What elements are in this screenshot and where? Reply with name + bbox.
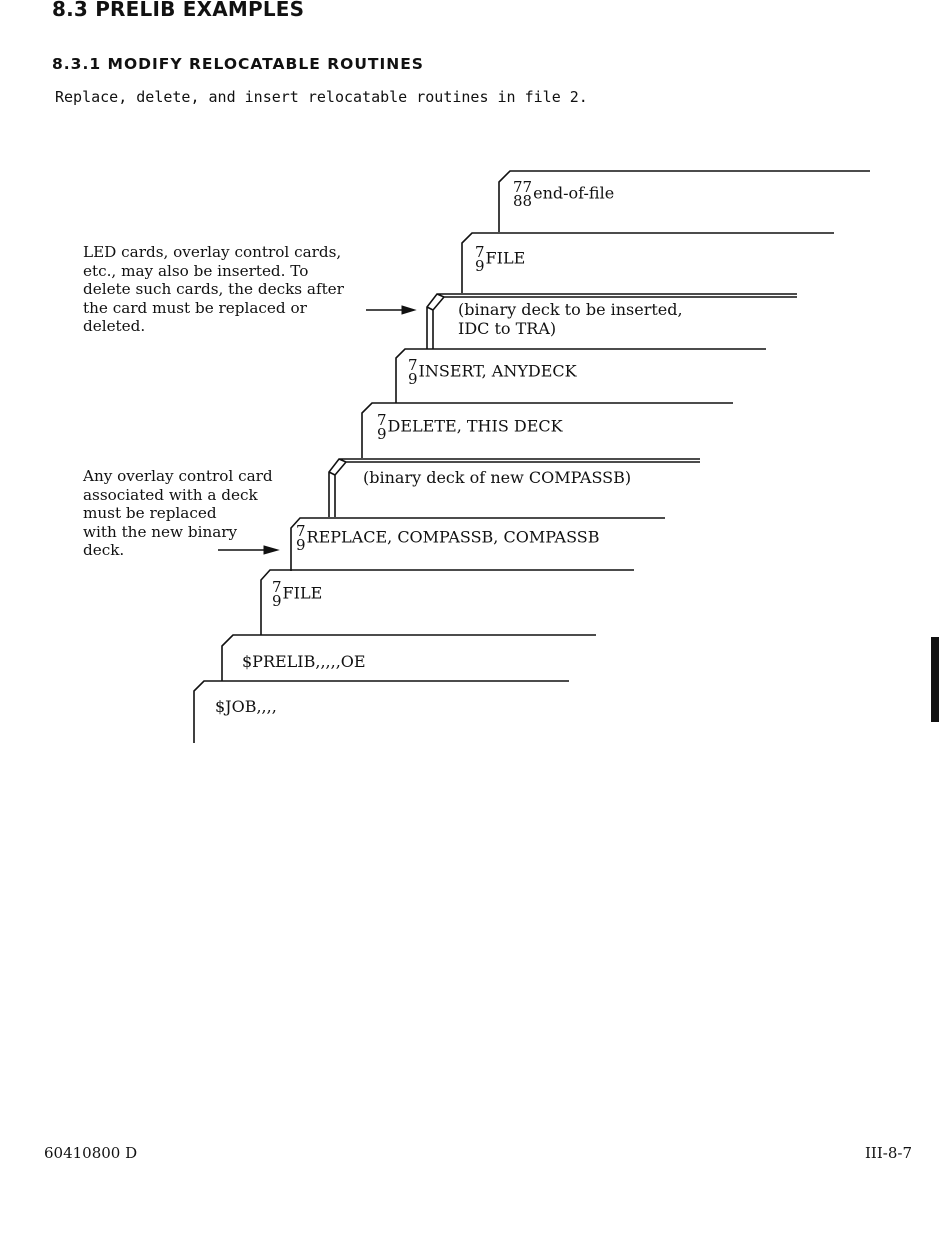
note-top-line: the card must be replaced or — [83, 298, 307, 317]
intro-text: Replace, delete, and insert relocatable … — [55, 88, 588, 106]
binary-deck-insert-line1: (binary deck to be inserted, — [458, 300, 683, 319]
note-bottom-line: associated with a deck — [83, 485, 258, 504]
card-prelib-text: $PRELIB,,,,,OE — [242, 652, 366, 671]
arrow-top-head — [401, 305, 417, 315]
punch-bottom: 9 — [475, 257, 485, 275]
note-bottom-line: deck. — [83, 541, 125, 560]
card-job-outline — [193, 680, 569, 743]
card-prelib: $PRELIB,,,,,OE — [242, 652, 366, 671]
note-top: LED cards, overlay control cards, etc., … — [83, 243, 344, 336]
card-file2-outline — [461, 232, 834, 293]
binary-deck-insert-line2: IDC to TRA) — [458, 319, 557, 338]
change-bar — [931, 637, 939, 722]
punch-bottom: 9 — [377, 425, 387, 443]
arrow-bottom-head — [263, 545, 280, 555]
note-top-line: delete such cards, the decks after — [83, 280, 344, 299]
card-file1-text: FILE — [282, 583, 323, 603]
card-delete-outline — [361, 402, 733, 458]
subsection-title: 8.3.1 MODIFY RELOCATABLE ROUTINES — [52, 55, 424, 73]
card-insert-text: INSERT, ANYDECK — [418, 361, 577, 381]
punch-bottom: 88 — [513, 192, 533, 210]
punch-bottom: 9 — [408, 370, 418, 388]
card-replace-outline — [290, 517, 665, 571]
note-top-line: LED cards, overlay control cards, — [83, 243, 342, 261]
binary-deck-new: (binary deck of new COMPASSB) — [363, 468, 631, 487]
note-bottom-line: must be replaced — [83, 504, 217, 523]
card-replace-text: REPLACE, COMPASSB, COMPASSB — [306, 527, 600, 547]
note-top-line: etc., may also be inserted. To — [83, 261, 309, 280]
card-eof-outline — [498, 170, 870, 232]
punch-top: 7 — [272, 578, 282, 596]
note-bottom-line: with the new binary — [83, 522, 238, 541]
note-bottom: Any overlay control card associated with… — [83, 467, 273, 560]
punch-top: 7 — [475, 243, 485, 261]
binary-deck-new-text: (binary deck of new COMPASSB) — [363, 468, 632, 487]
card-eof-text: end-of-file — [533, 183, 615, 203]
card-file2-text: FILE — [485, 248, 526, 268]
card-file1-outline — [260, 569, 634, 635]
binary-deck-insert-outline — [426, 293, 797, 349]
section-title: 8.3 PRELIB EXAMPLES — [52, 0, 305, 21]
card-job-text: $JOB,,,, — [215, 697, 277, 716]
card-prelib-outline — [221, 634, 596, 681]
punch-top: 7 — [296, 522, 306, 540]
footer-page-number: III-8-7 — [865, 1144, 912, 1162]
binary-deck-insert: (binary deck to be inserted, IDC to TRA) — [458, 300, 683, 338]
card-job: $JOB,,,, — [215, 697, 277, 716]
punch-top: 7 — [408, 356, 418, 374]
punch-bottom: 9 — [272, 592, 282, 610]
punch-top: 77 — [513, 178, 533, 196]
binary-deck-new-outline — [328, 458, 700, 517]
footer-doc-number: 60410800 D — [44, 1144, 138, 1162]
note-top-line: deleted. — [83, 317, 146, 336]
note-bottom-line: Any overlay control card — [83, 467, 273, 485]
card-insert-outline — [395, 348, 766, 403]
punch-top: 7 — [377, 411, 387, 429]
card-delete-text: DELETE, THIS DECK — [387, 416, 563, 436]
punch-bottom: 9 — [296, 536, 306, 554]
